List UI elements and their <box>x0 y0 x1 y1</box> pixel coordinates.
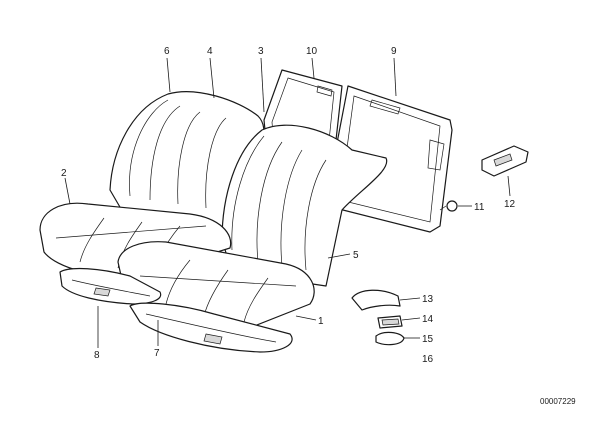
callout-7: 7 <box>154 348 160 359</box>
seat-base-right <box>129 302 293 353</box>
right-backrest <box>221 124 388 287</box>
callout-13: 13 <box>422 294 434 305</box>
callout-16: 16 <box>422 354 434 365</box>
callout-14: 14 <box>422 314 434 325</box>
callout-4: 4 <box>207 46 213 57</box>
callout-11: 11 <box>474 202 485 213</box>
callout-3: 3 <box>258 46 264 57</box>
callout-5: 5 <box>353 250 359 261</box>
emblem-plate <box>481 145 529 177</box>
leader-lines <box>64 57 511 348</box>
callout-15: 15 <box>422 334 434 345</box>
clip-part <box>377 315 403 329</box>
handle-part <box>351 289 401 311</box>
callout-1: 1 <box>318 316 324 327</box>
callout-2: 2 <box>61 168 67 179</box>
callout-10: 10 <box>306 46 318 57</box>
trim-part <box>375 331 405 346</box>
callout-9: 9 <box>391 46 397 57</box>
reference-number: 00007229 <box>540 397 576 406</box>
callout-12: 12 <box>504 199 516 210</box>
seat-base-left <box>59 267 162 305</box>
bolt-part <box>439 200 458 212</box>
callout-labels: 6 4 3 10 9 2 5 1 7 8 11 12 13 14 15 16 <box>61 46 516 365</box>
callout-8: 8 <box>94 350 100 361</box>
callout-6: 6 <box>164 46 170 57</box>
